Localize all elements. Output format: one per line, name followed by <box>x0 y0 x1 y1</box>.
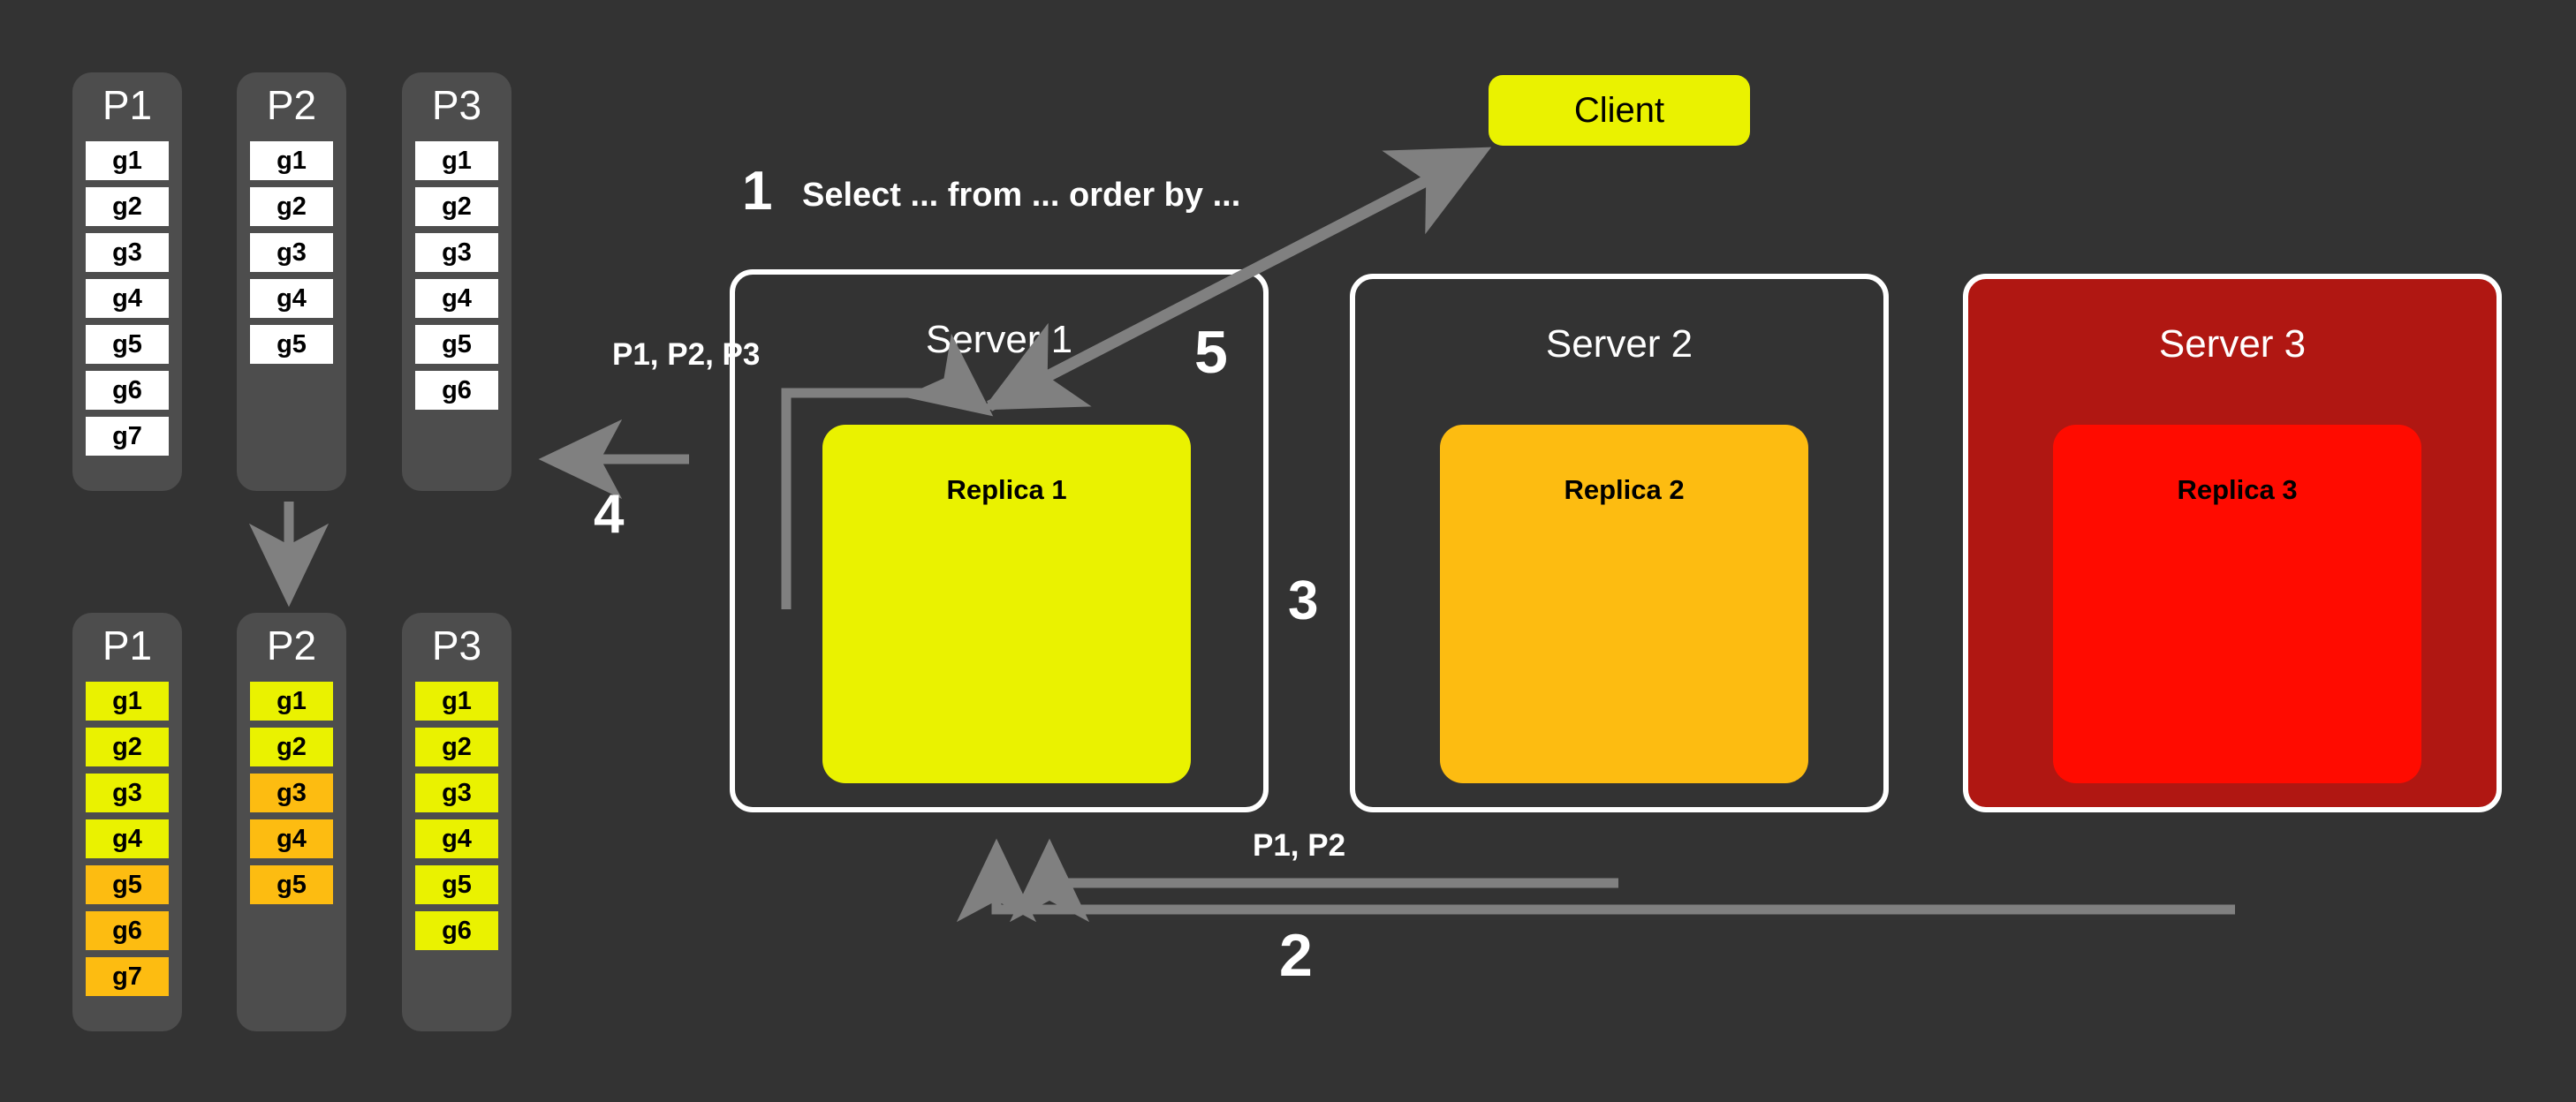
replica-1-label: Replica 1 <box>946 474 1067 505</box>
partition-cell: g7 <box>86 417 169 456</box>
server-2-box[interactable]: Server 2 Replica 2 <box>1350 274 1889 812</box>
partition-cell: g2 <box>250 187 333 226</box>
partition-cell: g6 <box>415 371 498 410</box>
partition-cell: g5 <box>250 325 333 364</box>
partition-cell: g5 <box>86 865 169 904</box>
partition-cell: g3 <box>250 233 333 272</box>
server-3-title: Server 3 <box>2158 322 2307 366</box>
partition-cell: g3 <box>415 774 498 812</box>
replica-3-label: Replica 3 <box>2177 474 2298 505</box>
partition-cell: g4 <box>415 279 498 318</box>
partition-title: P2 <box>266 623 317 668</box>
partition-cell: g1 <box>415 682 498 721</box>
partition-column-p1-top: P1 g1 g2 g3 g4 g5 g6 g7 <box>72 72 182 491</box>
client-box[interactable]: Client <box>1489 75 1750 146</box>
partition-cell: g4 <box>415 819 498 858</box>
partition-cells: g1 g2 g3 g4 g5 g6 <box>415 141 498 417</box>
step-number-3: 3 <box>1288 570 1319 631</box>
partition-title: P1 <box>102 82 153 128</box>
label-p1-p2-p3: P1, P2, P3 <box>612 337 761 372</box>
replica-2-label: Replica 2 <box>1564 474 1685 505</box>
partition-cell: g2 <box>86 187 169 226</box>
partition-cell: g1 <box>86 682 169 721</box>
partition-cell: g5 <box>415 865 498 904</box>
replica-1-box[interactable]: Replica 1 <box>822 425 1191 783</box>
client-label: Client <box>1573 90 1665 130</box>
partition-cell: g4 <box>250 279 333 318</box>
server-1-box[interactable]: Server 1 Replica 1 <box>730 269 1269 812</box>
replica-2-box[interactable]: Replica 2 <box>1440 425 1808 783</box>
partition-cell: g6 <box>86 911 169 950</box>
step-number-4: 4 <box>594 484 625 545</box>
partition-title: P1 <box>102 623 153 668</box>
server-3-box[interactable]: Server 3 Replica 3 <box>1963 274 2502 812</box>
partition-cell: g3 <box>415 233 498 272</box>
server-1-title: Server 1 <box>925 318 1073 361</box>
partition-title: P3 <box>431 82 482 128</box>
partition-cell: g6 <box>415 911 498 950</box>
step-number-2: 2 <box>1279 922 1313 989</box>
query-text: Select ... from ... order by ... <box>802 177 1241 214</box>
step-number-1: 1 <box>742 161 773 222</box>
partition-cell: g4 <box>86 819 169 858</box>
server-2-title: Server 2 <box>1545 322 1693 366</box>
partition-column-p2-bottom: P2 g1 g2 g3 g4 g5 <box>237 613 346 1031</box>
partition-cell: g2 <box>415 187 498 226</box>
partition-cells: g1 g2 g3 g4 g5 <box>250 141 333 371</box>
partition-column-p2-top: P2 g1 g2 g3 g4 g5 <box>237 72 346 491</box>
partition-cell: g1 <box>415 141 498 180</box>
partition-column-p1-bottom: P1 g1 g2 g3 g4 g5 g6 g7 <box>72 613 182 1031</box>
label-p1-p2: P1, P2 <box>1253 828 1346 863</box>
partition-cell: g5 <box>415 325 498 364</box>
partition-cell: g3 <box>250 774 333 812</box>
partition-cell: g1 <box>86 141 169 180</box>
partition-cells: g1 g2 g3 g4 g5 g6 g7 <box>86 682 169 1003</box>
partition-cell: g4 <box>86 279 169 318</box>
partition-cell: g2 <box>86 728 169 766</box>
partition-cell: g2 <box>415 728 498 766</box>
partition-cells: g1 g2 g3 g4 g5 g6 g7 <box>86 141 169 463</box>
partition-cell: g1 <box>250 682 333 721</box>
partition-cell: g1 <box>250 141 333 180</box>
partition-cells: g1 g2 g3 g4 g5 g6 <box>415 682 498 957</box>
partition-column-p3-bottom: P3 g1 g2 g3 g4 g5 g6 <box>402 613 511 1031</box>
partition-cell: g7 <box>86 957 169 996</box>
partition-cell: g5 <box>86 325 169 364</box>
partition-title: P2 <box>266 82 317 128</box>
partition-column-p3-top: P3 g1 g2 g3 g4 g5 g6 <box>402 72 511 491</box>
partition-cell: g5 <box>250 865 333 904</box>
partition-title: P3 <box>431 623 482 668</box>
partition-cells: g1 g2 g3 g4 g5 <box>250 682 333 911</box>
step-number-5: 5 <box>1194 319 1228 386</box>
partition-cell: g3 <box>86 774 169 812</box>
partition-cell: g3 <box>86 233 169 272</box>
partition-cell: g2 <box>250 728 333 766</box>
connector-server3-to-server1 <box>956 838 2235 923</box>
replica-3-box[interactable]: Replica 3 <box>2053 425 2421 783</box>
partition-cell: g6 <box>86 371 169 410</box>
partition-cell: g4 <box>250 819 333 858</box>
